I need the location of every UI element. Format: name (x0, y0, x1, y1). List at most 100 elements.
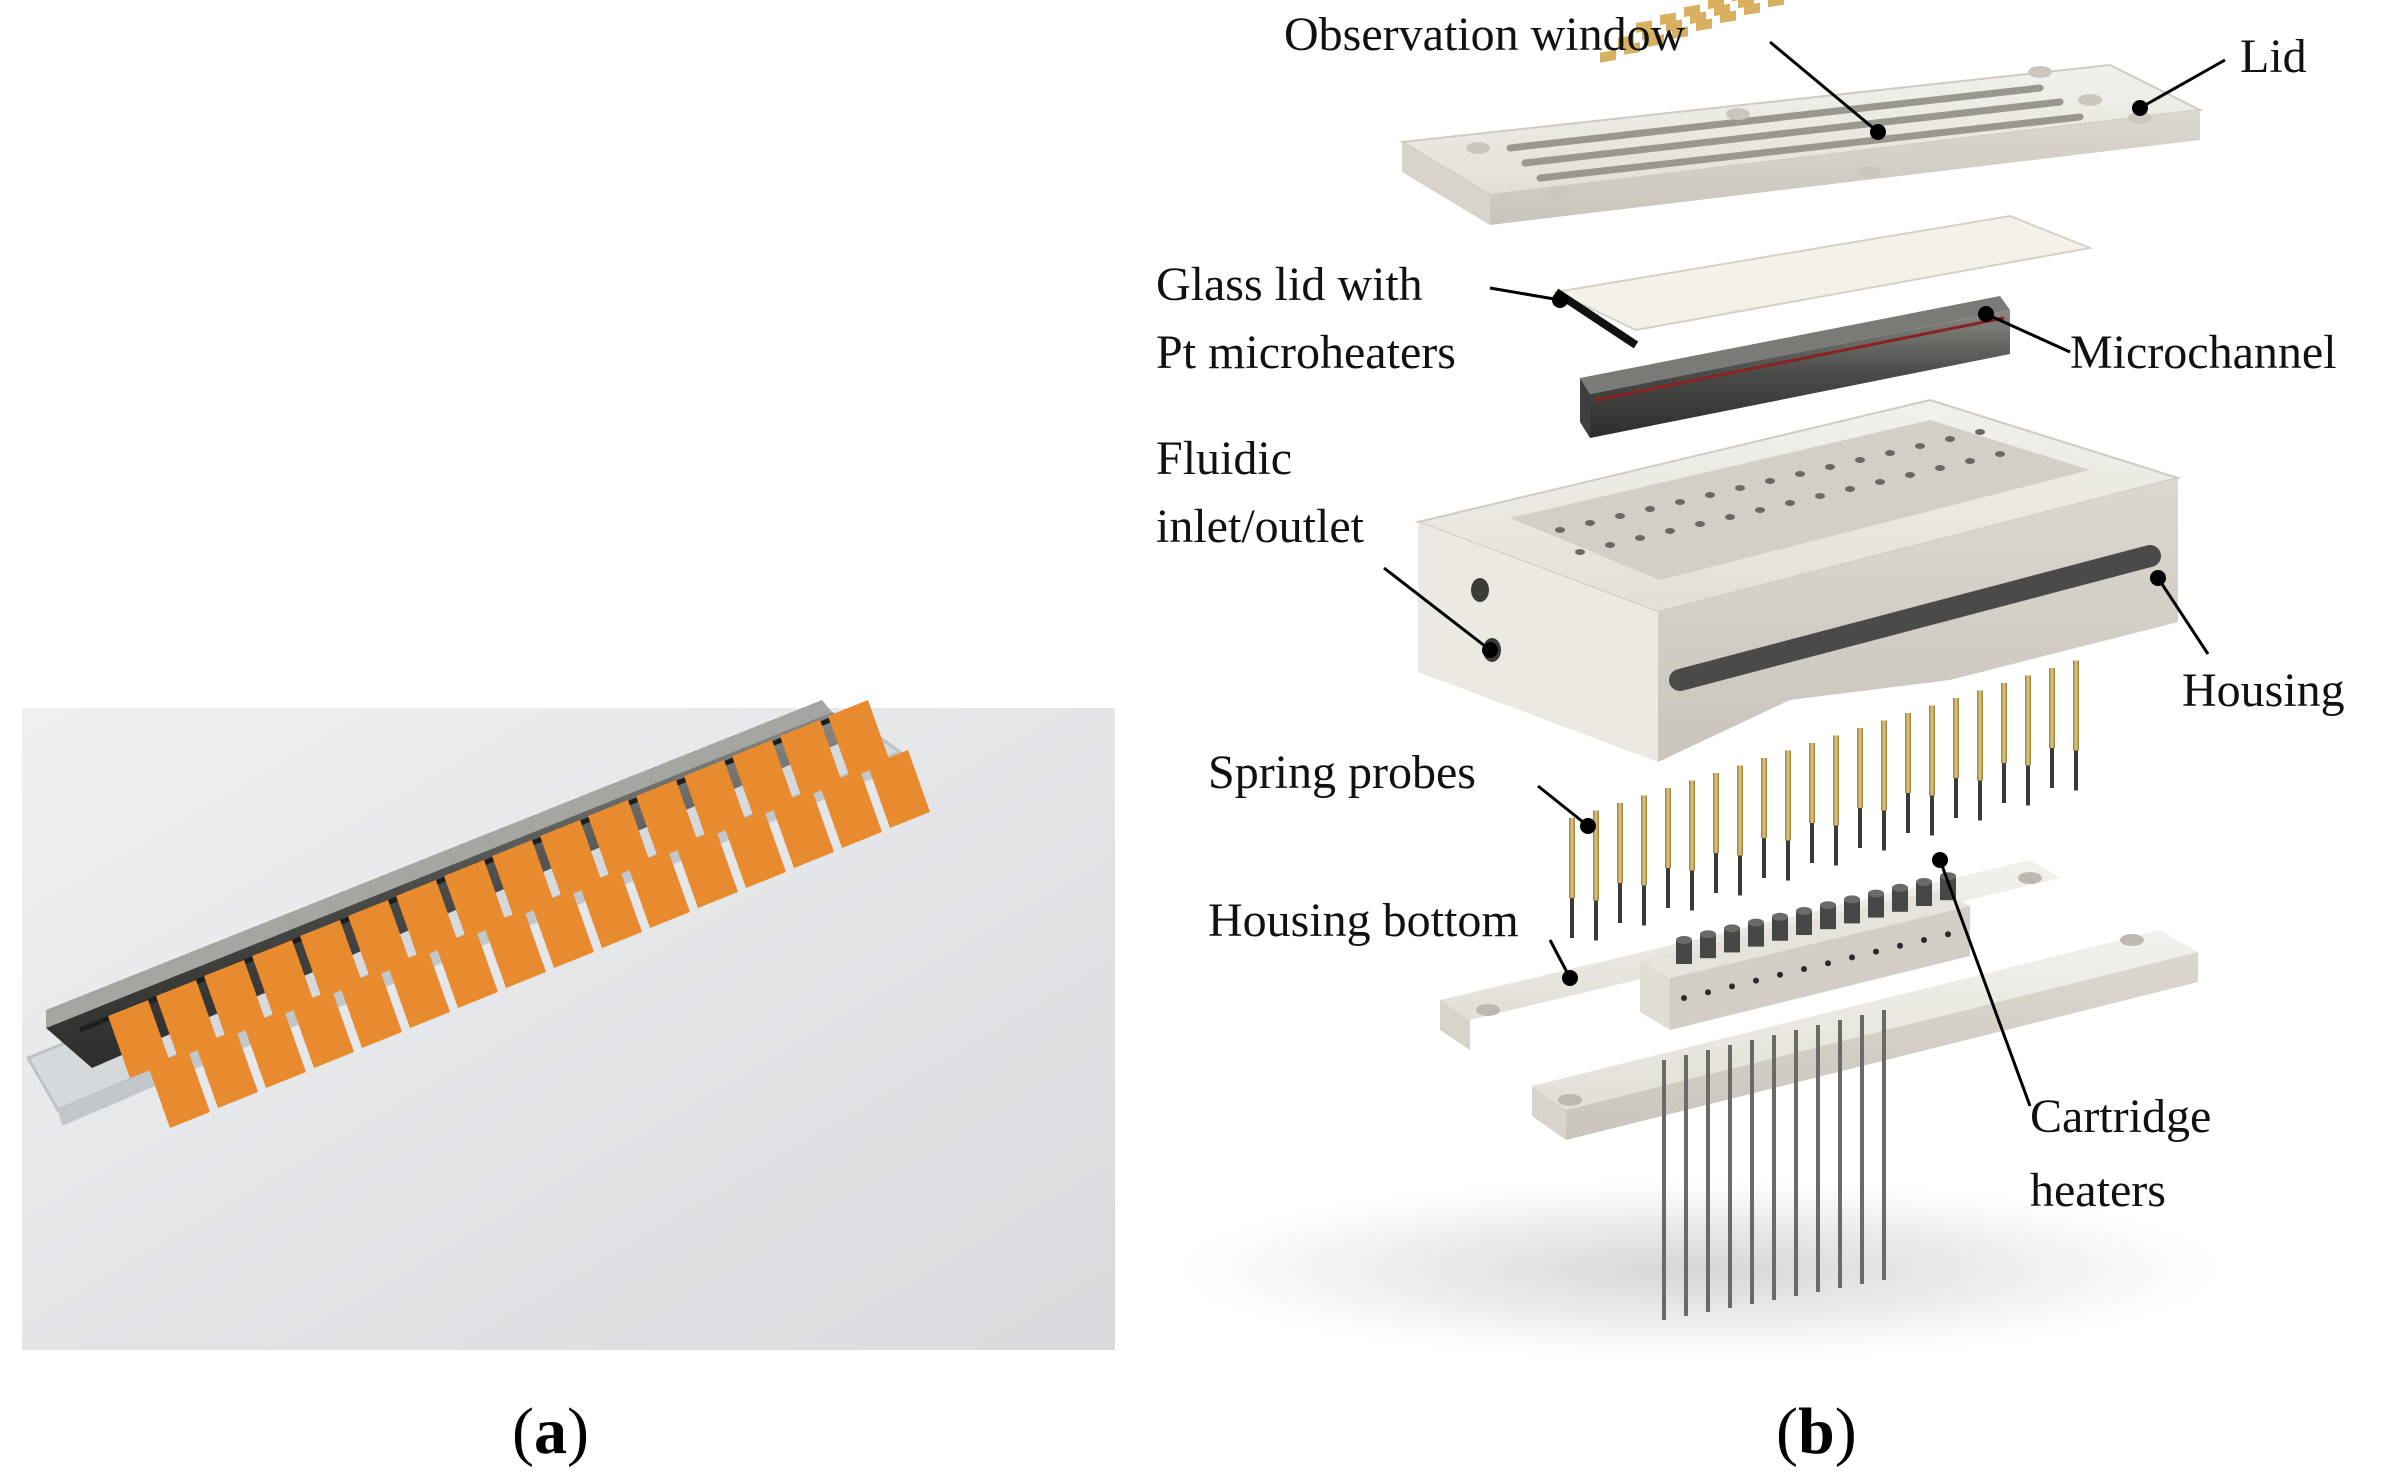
cartridge-cap (1892, 887, 1908, 912)
bottom-bar-front (1532, 930, 2198, 1110)
heater-pad (148, 1050, 210, 1128)
heater-pad (580, 870, 642, 948)
leader-dot (1978, 306, 1994, 322)
spring-probe-barrel (1929, 705, 1935, 796)
housing-probe-holes (1555, 429, 2005, 555)
microheater-element (1636, 20, 1652, 33)
spring-probe-barrel (1617, 803, 1623, 883)
heater-pad (340, 970, 402, 1048)
label-cartridge-line1: Cartridge (2030, 1090, 2211, 1143)
heater-pad (204, 960, 266, 1038)
probe-hole (1995, 451, 2005, 457)
leader-microchannel (1985, 312, 2071, 354)
cartridge-bore (1825, 960, 1831, 967)
microheater-element (1768, 0, 1784, 8)
cartridge-cap-top (1748, 918, 1764, 927)
label-housing-bottom: Housing bottom (1208, 894, 1519, 947)
cartridge-bore (1753, 977, 1759, 984)
heater-pad (540, 820, 602, 898)
lid-hole (1466, 142, 1490, 154)
cartridge-bore (1801, 966, 1807, 972)
probe-hole (1945, 436, 1955, 442)
probe-hole (1975, 429, 1985, 435)
spring-probe-barrel (1953, 698, 1959, 778)
cartridge-cap-top (1916, 878, 1932, 886)
heater-pad (828, 700, 890, 778)
label-glass-lid-line2: Pt microheaters (1156, 326, 1456, 379)
microheater-element (1600, 50, 1616, 63)
spring-probe-tail (1930, 795, 1934, 836)
heater-pad (292, 990, 354, 1068)
probe-hole (1885, 450, 1895, 456)
spring-probe-barrel (1809, 743, 1815, 823)
spring-probe-barrel (1977, 690, 1983, 781)
observation-slot-1 (1506, 84, 2044, 152)
probe-hole (1645, 506, 1655, 512)
probe-hole (1575, 549, 1585, 555)
probe-hole (1615, 513, 1625, 519)
housing-block (1414, 398, 2182, 762)
glass-lid-edge (1553, 288, 1639, 349)
heater-block-front (1640, 960, 1670, 1030)
heater-pad (484, 910, 546, 988)
spring-probe-barrel (1641, 795, 1647, 886)
leader-glass-lid (1489, 286, 1561, 302)
cartridge-cap (1916, 882, 1932, 906)
heater-pad (780, 720, 842, 798)
probe-hole (1765, 478, 1775, 484)
heater-pad (628, 850, 690, 928)
microchannel-front (1580, 378, 1590, 438)
probe-hole (1755, 507, 1765, 513)
label-glass-lid-line1: Glass lid with (1156, 258, 1423, 311)
probe-hole (1705, 492, 1715, 498)
label-microchannel: Microchannel (2070, 326, 2337, 379)
leader-dot (1482, 642, 1498, 658)
spring-probe-tail (1858, 808, 1862, 848)
spring-probe-barrel (1833, 735, 1839, 826)
spring-probe-barrel (1569, 818, 1575, 898)
housing-slot (1669, 545, 2161, 691)
spring-probe-tail (1642, 885, 1646, 926)
leader-dot (2150, 570, 2166, 586)
cartridge-bore (1873, 948, 1879, 955)
heater-pad (732, 740, 794, 818)
lid-side (1490, 110, 2200, 225)
microheater-element (1708, 0, 1724, 10)
cartridge-bore (1945, 931, 1951, 938)
probe-hole (1555, 527, 1565, 533)
cartridge-cap (1820, 905, 1836, 930)
spring-probe-tail (1738, 855, 1742, 896)
leader-dot (1552, 292, 1568, 308)
probe-hole (1855, 457, 1865, 463)
cartridge-cap (1748, 922, 1764, 947)
probe-hole (1915, 443, 1925, 449)
probe-hole (1785, 500, 1795, 506)
spring-probe-tail (1882, 810, 1886, 851)
callout-leaders (1383, 40, 2226, 1107)
cartridge-cap-top (1796, 907, 1812, 915)
heater-pad (636, 780, 698, 858)
cartridge-bore (1921, 937, 1927, 943)
panel-a-label: (a) (512, 1395, 589, 1468)
probe-hole (1795, 471, 1805, 477)
spring-probe-barrel (1785, 750, 1791, 841)
leader-dot (1580, 818, 1596, 834)
leader-dot (1562, 970, 1578, 986)
lid-hole (2128, 112, 2152, 124)
microchannel-groove (1595, 316, 2005, 402)
spring-probe-tail (1594, 900, 1598, 941)
bottom-hole (1476, 1004, 1500, 1016)
spring-probe-barrel (1905, 713, 1911, 793)
spring-probe-tail (2050, 748, 2054, 788)
spring-probe-barrel (2049, 668, 2055, 748)
spring-probe-tail (1786, 840, 1790, 881)
probe-hole (1665, 528, 1675, 534)
cartridge-bore (1729, 983, 1735, 990)
probe-hole (1875, 479, 1885, 485)
panel-b-label: (b) (1776, 1395, 1857, 1468)
probe-hole (1825, 464, 1835, 470)
microheater-element (1738, 0, 1754, 9)
microchannel-top (46, 700, 832, 1028)
lid-hole (2028, 66, 2052, 78)
microchannel-top (1580, 296, 2010, 394)
